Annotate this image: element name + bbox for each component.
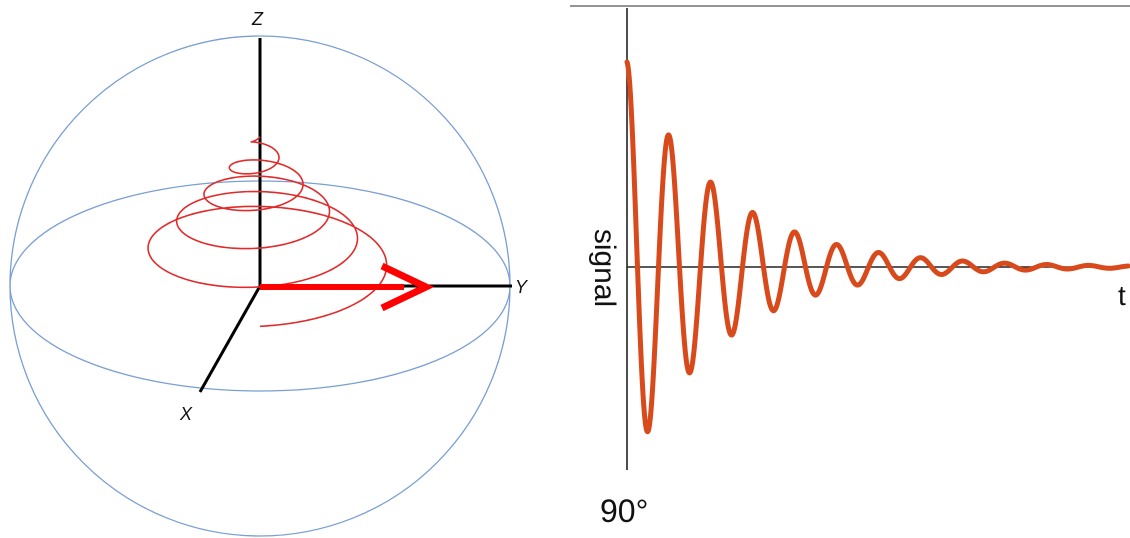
magnetization-spiral [147, 136, 388, 328]
time-axis-label: t [1118, 280, 1126, 311]
y-axis-label: Y [515, 277, 529, 297]
pulse-angle-label: 90° [600, 493, 648, 529]
signal-axis-label: signal [588, 229, 621, 307]
signal-decay-plot: signal t 90° [570, 5, 1130, 529]
x-axis-label: X [179, 404, 193, 424]
signal-curve [624, 59, 1130, 435]
z-axis-label: Z [251, 9, 264, 29]
magnetization-vector-arrowhead [380, 262, 435, 312]
x-axis [198, 285, 262, 393]
bloch-sphere-diagram: Z Y X [9, 9, 529, 537]
